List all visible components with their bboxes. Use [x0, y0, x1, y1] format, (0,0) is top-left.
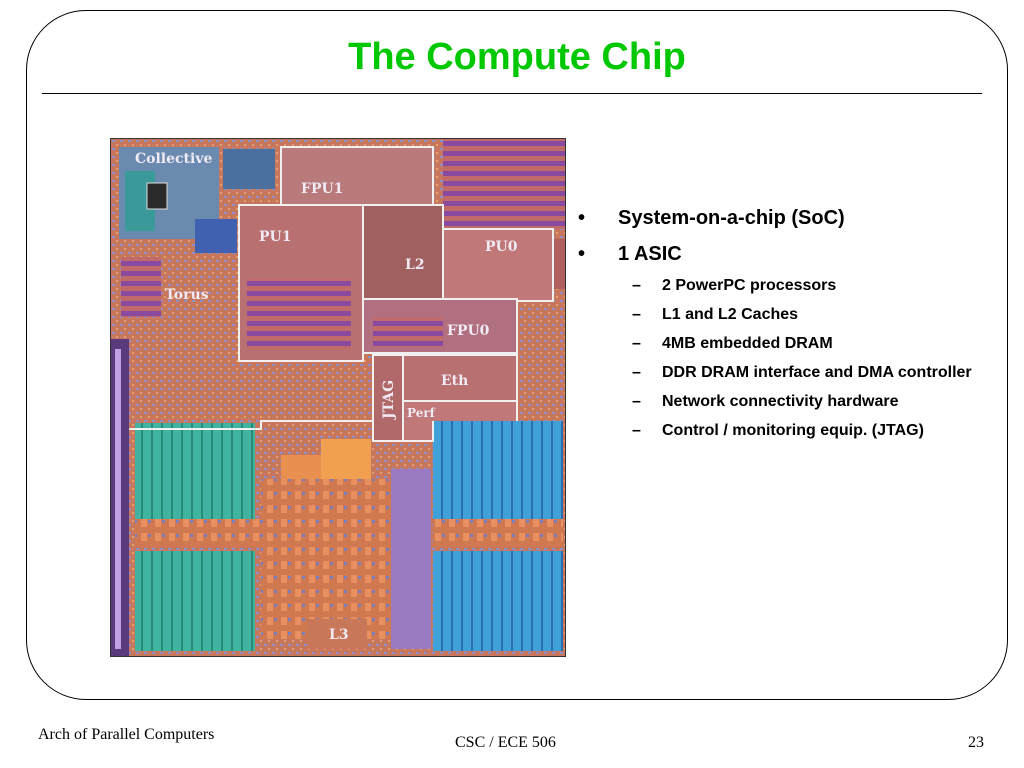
- chip-die-graphic: Collective FPU1 PU1 L2 PU0 Torus FPU0 JT…: [111, 139, 565, 656]
- bullet-list: • System-on-a-chip (SoC) • 1 ASIC – 2 Po…: [578, 206, 1008, 450]
- die-label-torus: Torus: [165, 287, 209, 303]
- sub-bullet-list: – 2 PowerPC processors – L1 and L2 Cache…: [578, 276, 1008, 440]
- die-label-pu0: PU0: [485, 239, 518, 255]
- footer-course-code: CSC / ECE 506: [455, 734, 556, 751]
- slide-title: The Compute Chip: [348, 36, 686, 78]
- bullet-marker: •: [578, 207, 586, 229]
- sub-bullet-marker: –: [632, 364, 641, 381]
- bullet-item: • System-on-a-chip (SoC): [578, 206, 1008, 230]
- die-label-l2: L2: [405, 257, 425, 273]
- sub-bullet-item: – Network connectivity hardware: [578, 392, 998, 411]
- chip-die-photo: Collective FPU1 PU1 L2 PU0 Torus FPU0 JT…: [110, 138, 566, 657]
- sub-bullet-marker: –: [632, 422, 641, 439]
- bullet-text: 1 ASIC: [618, 243, 682, 265]
- sub-bullet-item: – Control / monitoring equip. (JTAG): [578, 421, 998, 440]
- sub-bullet-item: – L1 and L2 Caches: [578, 305, 998, 324]
- sub-bullet-text: Control / monitoring equip. (JTAG): [662, 422, 924, 439]
- sub-bullet-item: – DDR DRAM interface and DMA controller: [578, 363, 998, 382]
- sub-bullet-text: L1 and L2 Caches: [662, 306, 799, 323]
- die-label-fpu0: FPU0: [447, 323, 490, 339]
- sub-bullet-marker: –: [632, 277, 641, 294]
- sub-bullet-marker: –: [632, 335, 641, 352]
- die-label-fpu1: FPU1: [301, 181, 343, 197]
- sub-bullet-item: – 2 PowerPC processors: [578, 276, 998, 295]
- die-label-eth: Eth: [441, 373, 468, 389]
- die-label-perf: Perf: [407, 406, 436, 420]
- sub-bullet-marker: –: [632, 306, 641, 323]
- sub-bullet-text: Network connectivity hardware: [662, 393, 899, 410]
- bullet-item: • 1 ASIC: [578, 242, 1008, 266]
- title-divider: [42, 93, 982, 94]
- sub-bullet-item: – 4MB embedded DRAM: [578, 334, 998, 353]
- sub-bullet-marker: –: [632, 393, 641, 410]
- sub-bullet-text: 2 PowerPC processors: [662, 277, 837, 294]
- die-label-l3: L3: [329, 627, 349, 643]
- sub-bullet-text: DDR DRAM interface and DMA controller: [662, 364, 972, 381]
- bullet-marker: •: [578, 243, 586, 265]
- footer-course-title: Arch of Parallel Computers: [38, 726, 215, 743]
- footer-page-number: 23: [968, 734, 984, 751]
- bullet-text: System-on-a-chip (SoC): [618, 207, 845, 229]
- die-label-jtag: JTAG: [381, 380, 397, 421]
- sub-bullet-text: 4MB embedded DRAM: [662, 335, 833, 352]
- die-label-collective: Collective: [135, 151, 212, 167]
- die-label-pu1: PU1: [259, 229, 291, 245]
